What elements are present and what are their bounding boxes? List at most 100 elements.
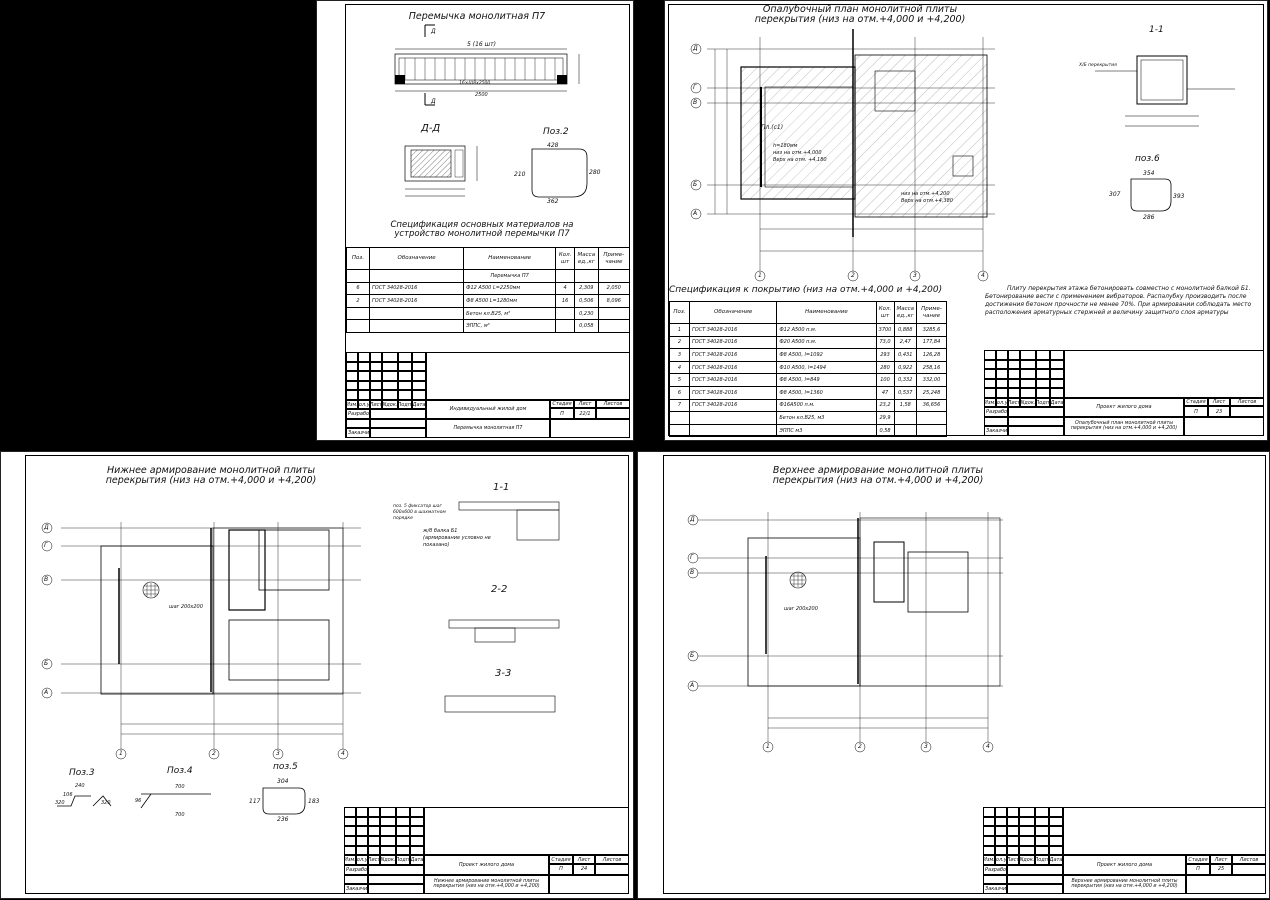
title-block-cell bbox=[412, 390, 426, 400]
title-block-cell bbox=[1019, 836, 1035, 846]
title-block-cell: Разработал bbox=[346, 409, 370, 419]
title-block-cell: Опалубочный план монолитной плиты перекр… bbox=[1064, 416, 1184, 436]
title-block-cell bbox=[1035, 816, 1049, 827]
title-block-cell: Подп. bbox=[1035, 855, 1049, 865]
spec-cell bbox=[346, 269, 370, 283]
spec-cell bbox=[597, 319, 631, 333]
spec-cell: 0,537 bbox=[893, 385, 918, 400]
title-block-cell bbox=[380, 845, 396, 856]
spec-cell: Ф8 А500, l=1092 bbox=[776, 348, 877, 362]
title-block-cell bbox=[1050, 350, 1064, 360]
title-block-cell bbox=[380, 836, 396, 846]
spec-cell: 0,506 bbox=[574, 294, 599, 308]
spec-cell: 2,050 bbox=[597, 281, 631, 296]
title-block-cell: Стадия bbox=[549, 855, 573, 865]
title-block-cell: Разработал bbox=[984, 407, 1008, 417]
title-block-cell bbox=[410, 836, 424, 846]
spec-cell bbox=[368, 269, 465, 283]
spec-cell bbox=[669, 411, 690, 425]
title-block-cell bbox=[1035, 807, 1049, 817]
title-block-cell bbox=[380, 816, 396, 827]
bottom-reinforcement-drawing bbox=[41, 501, 560, 815]
axis-row-D: Д bbox=[44, 524, 49, 531]
axis-row-V: В bbox=[44, 576, 49, 583]
title-block-cell bbox=[382, 361, 398, 372]
sheet-formwork-plan: Опалубочный план монолитной плиты перекр… bbox=[664, 0, 1268, 441]
title-block-cell: Дата bbox=[412, 399, 426, 410]
spec-cell: 3700 bbox=[875, 323, 895, 337]
axis-row-V: В bbox=[690, 569, 695, 576]
title-block-cell bbox=[983, 826, 995, 836]
title-block-cell bbox=[370, 428, 426, 438]
spec-header-cell: Поз. bbox=[346, 247, 370, 270]
zone2-top: Верх на отм.+4,380 bbox=[901, 198, 953, 204]
axis-row-G: Г bbox=[44, 542, 48, 549]
title-block-cell: П bbox=[1186, 864, 1210, 875]
title-block-cell bbox=[368, 816, 380, 827]
title-block-cell bbox=[1184, 416, 1264, 436]
axis-col-4: 4 bbox=[986, 743, 990, 750]
spec-cell bbox=[368, 319, 465, 333]
pos3-dim-4: 320 bbox=[101, 800, 111, 806]
title-block-cell: Изм. bbox=[984, 397, 996, 408]
title-block-cell bbox=[1020, 359, 1036, 370]
spec-cell: Ф12 А500 L=2250мм bbox=[463, 281, 557, 296]
spec-cell: 4 bbox=[555, 281, 576, 296]
title-block-cell: Nдок. bbox=[1019, 855, 1035, 865]
title-block-cell: Нижнее армирование монолитной плиты пере… bbox=[424, 874, 549, 894]
title-block-cell: Подп. bbox=[396, 855, 410, 865]
zone1-low: низ на отм.+4,000 bbox=[773, 150, 822, 156]
spec-cell: ГОСТ 34028-2016 bbox=[368, 281, 465, 296]
spec-cell bbox=[368, 306, 465, 321]
title-block-cell bbox=[356, 826, 368, 836]
title-block-cell bbox=[1036, 350, 1050, 360]
axis-row-A: А bbox=[690, 682, 695, 689]
spec-cell: 293 bbox=[875, 348, 895, 362]
spec-cell bbox=[688, 423, 778, 438]
title-block-cell bbox=[344, 816, 356, 827]
title-block-cell: П bbox=[550, 408, 574, 419]
pos2-right: 280 bbox=[589, 169, 601, 176]
title-block-cell bbox=[1063, 807, 1266, 856]
title-block-cell bbox=[596, 408, 630, 419]
title-block-cell bbox=[1019, 845, 1035, 856]
title-block-cell bbox=[368, 836, 380, 846]
title-block-cell bbox=[1230, 406, 1264, 417]
title-block-cell bbox=[1064, 350, 1264, 398]
beam-note: ж/б балка Б1 (армирование условно не пок… bbox=[423, 528, 491, 548]
title-block-cell bbox=[1019, 826, 1035, 836]
pos6-bottom: 286 bbox=[1143, 214, 1155, 221]
spec-title: Спецификация к покрытию (низ на отм.+4,0… bbox=[669, 285, 943, 295]
spec-header-cell: Обозначение bbox=[368, 247, 465, 270]
title-block-cell bbox=[1049, 807, 1063, 817]
title-block-cell: Листов bbox=[1232, 855, 1266, 865]
title-block-cell bbox=[1050, 369, 1064, 379]
title-block-cell bbox=[983, 836, 995, 846]
title-block-cell bbox=[412, 361, 426, 372]
title-block-cell bbox=[984, 350, 996, 360]
spec-cell: 29,9 bbox=[875, 411, 895, 425]
spec-cell: ГОСТ 34028-2016 bbox=[688, 323, 778, 337]
title-block-cell bbox=[1049, 816, 1063, 827]
axis-col-2: 2 bbox=[858, 743, 862, 750]
title-block-cell: Лист bbox=[370, 399, 382, 410]
title-block-cell bbox=[410, 845, 424, 856]
title-block-cell bbox=[398, 380, 412, 391]
title-block-cell bbox=[1008, 369, 1020, 379]
axis-col-3: 3 bbox=[913, 272, 917, 279]
spec-cell: Перемычка П7 bbox=[463, 269, 557, 283]
axis-row-A: А bbox=[693, 210, 698, 217]
title-block-cell: Проект жилого дома bbox=[1064, 397, 1184, 417]
spec-cell: 126,28 bbox=[916, 348, 947, 362]
spec-cell: ГОСТ 34028-2016 bbox=[688, 360, 778, 375]
title-block-cell: 22/1 bbox=[574, 408, 596, 419]
title-block-cell: Индивидуальный жилой дом bbox=[426, 399, 550, 419]
title-block-cell bbox=[1008, 350, 1020, 360]
spec-cell: ГОСТ 34028-2016 bbox=[688, 373, 778, 387]
title-block-cell bbox=[984, 388, 996, 398]
